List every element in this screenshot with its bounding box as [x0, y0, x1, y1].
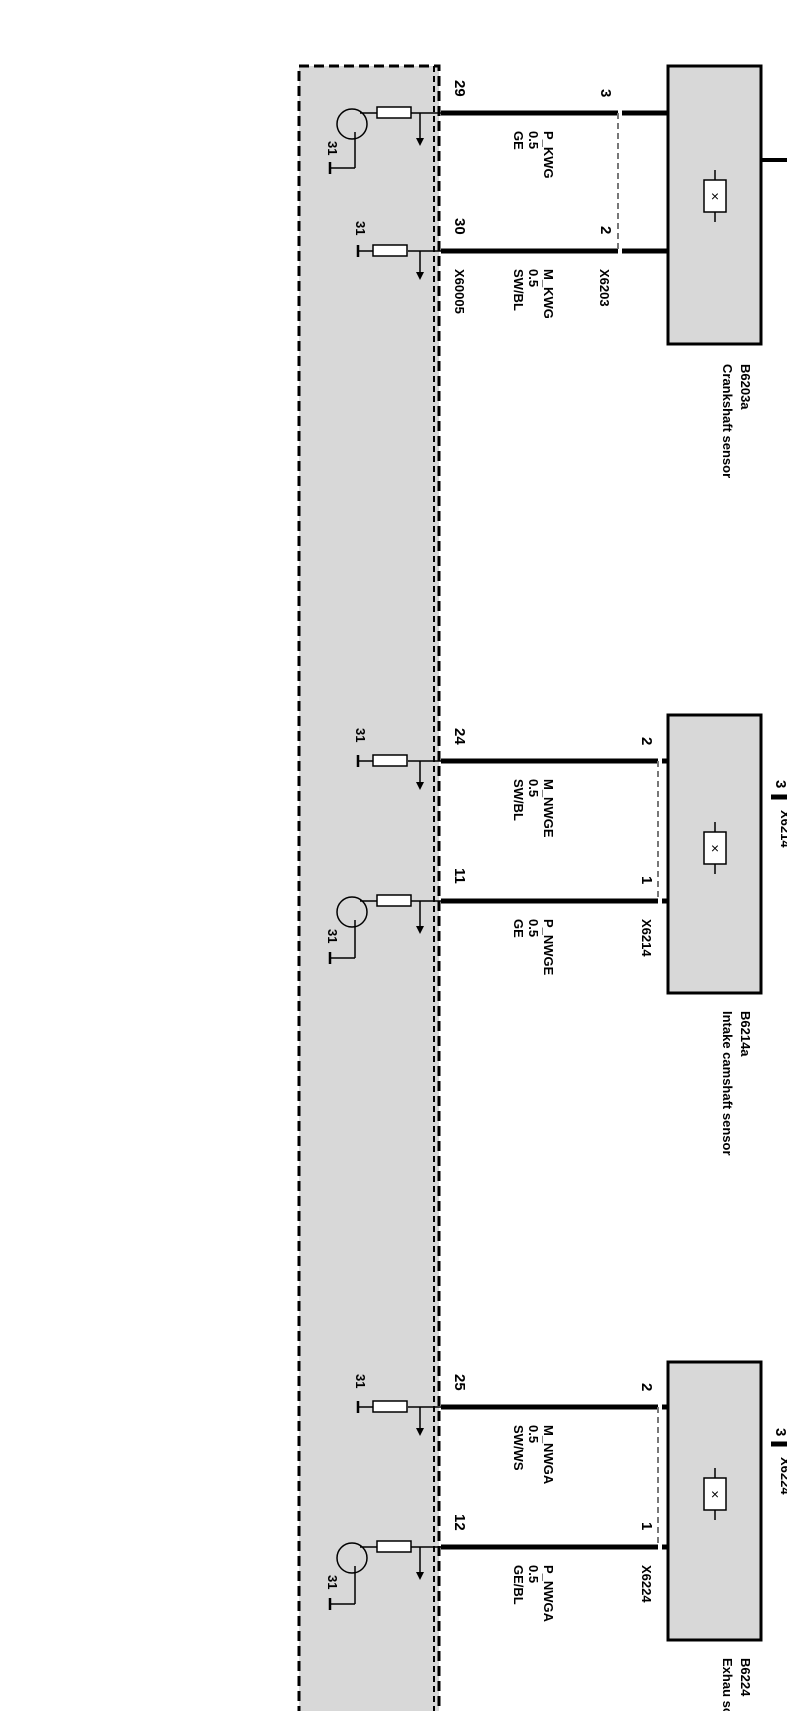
svg-text:M_KWG: M_KWG	[541, 269, 556, 319]
ecu-pin-number: 12	[451, 1514, 468, 1531]
svg-text:31: 31	[325, 1575, 340, 1589]
ecu-pin-number: 24	[451, 728, 468, 745]
svg-text:P_NWGE: P_NWGE	[541, 919, 556, 976]
svg-text:×: ×	[711, 1486, 719, 1502]
ground-circuit: 31	[353, 728, 441, 790]
device-id: B6203a	[738, 364, 753, 410]
ecu-pin-number: 30	[451, 218, 468, 235]
svg-text:31: 31	[325, 929, 340, 943]
svg-text:×: ×	[711, 188, 719, 204]
svg-text:31: 31	[325, 141, 340, 155]
ecu-pin-number: 25	[451, 1374, 468, 1391]
transistor-circuit: 31	[325, 894, 441, 964]
svg-text:31: 31	[353, 728, 368, 742]
svg-text:GE: GE	[511, 131, 526, 150]
control-unit-box	[297, 64, 441, 1711]
sensor-group-intake-camshaft: × 3 X6214 2 1 24 11 M_NWGE 0.5 SW/BL P_N…	[325, 713, 787, 1156]
sensor-symbol-icon: ×	[703, 822, 727, 874]
sensor-pin-number: 1	[638, 876, 655, 884]
svg-text:0.5: 0.5	[526, 919, 541, 937]
extra-pin-number: 3	[772, 780, 787, 788]
ground-circuit: 31	[353, 221, 441, 280]
wire-label-p-kwg: P_KWG 0.5 GE	[511, 131, 556, 179]
sensor-pin-number: 2	[638, 737, 655, 745]
extra-connector-label: X6214	[778, 810, 787, 848]
svg-text:SW/WS: SW/WS	[511, 1425, 526, 1471]
transistor-circuit: 31	[325, 106, 441, 174]
svg-text:×: ×	[711, 840, 719, 856]
svg-text:0.5: 0.5	[526, 1565, 541, 1583]
sensor-symbol-icon: ×	[703, 170, 727, 222]
svg-text:0.5: 0.5	[526, 269, 541, 287]
device-name: Exhau sor	[720, 1658, 735, 1711]
transistor-circuit: 31	[325, 1540, 441, 1610]
svg-text:GE: GE	[511, 919, 526, 938]
connector-label: X6224	[639, 1565, 654, 1603]
device-name: Intake camshaft sensor	[720, 1011, 735, 1156]
extra-pin-number: 3	[772, 1428, 787, 1436]
sensor-pin-number: 2	[638, 1383, 655, 1391]
sensor-pin-number: 1	[638, 1522, 655, 1530]
svg-text:31: 31	[353, 221, 368, 235]
extra-connector-label: X6224	[778, 1457, 787, 1495]
ecu-connector-label: X60005	[452, 269, 467, 314]
sensor-group-exhaust-camshaft: × 3 X6224 2 1 25 12 M_NWGA 0.5 SW/WS P_N…	[325, 1360, 787, 1711]
svg-text:0.5: 0.5	[526, 779, 541, 797]
wire-label-m-nwge: M_NWGE 0.5 SW/BL	[511, 779, 556, 838]
svg-text:P_NWGA: P_NWGA	[541, 1565, 556, 1623]
svg-text:0.5: 0.5	[526, 131, 541, 149]
svg-text:M_NWGE: M_NWGE	[541, 779, 556, 838]
ecu-pin-number: 11	[451, 868, 468, 884]
sensor-pin-number: 2	[597, 226, 614, 234]
ground-circuit: 31	[353, 1374, 441, 1436]
device-id: B6214a	[738, 1011, 753, 1057]
wire-label-p-nwge: P_NWGE 0.5 GE	[511, 919, 556, 976]
wire-label-m-nwga: M_NWGA 0.5 SW/WS	[511, 1425, 556, 1485]
svg-text:0.5: 0.5	[526, 1425, 541, 1443]
wire-label-m-kwg: M_KWG 0.5 SW/BL	[511, 269, 556, 319]
svg-text:31: 31	[353, 1374, 368, 1388]
svg-text:SW/BL: SW/BL	[511, 269, 526, 311]
device-id: B6224	[738, 1658, 753, 1697]
connector-label: X6214	[639, 919, 654, 957]
svg-text:SW/BL: SW/BL	[511, 779, 526, 821]
connector-label: X6203	[597, 269, 612, 307]
svg-text:GE/BL: GE/BL	[511, 1565, 526, 1605]
sensor-symbol-icon: ×	[703, 1468, 727, 1520]
wire-label-p-nwga: P_NWGA 0.5 GE/BL	[511, 1565, 556, 1623]
sensor-pin-number: 3	[597, 89, 614, 97]
sensor-group-crankshaft: × 3 2 29 30 P_KWG 0.5 GE M_KWG 0.5 SW/BL…	[325, 64, 787, 478]
svg-text:P_KWG: P_KWG	[541, 131, 556, 179]
device-name: Crankshaft sensor	[720, 364, 735, 478]
ecu-pin-number: 29	[451, 80, 468, 97]
svg-text:M_NWGA: M_NWGA	[541, 1425, 556, 1485]
